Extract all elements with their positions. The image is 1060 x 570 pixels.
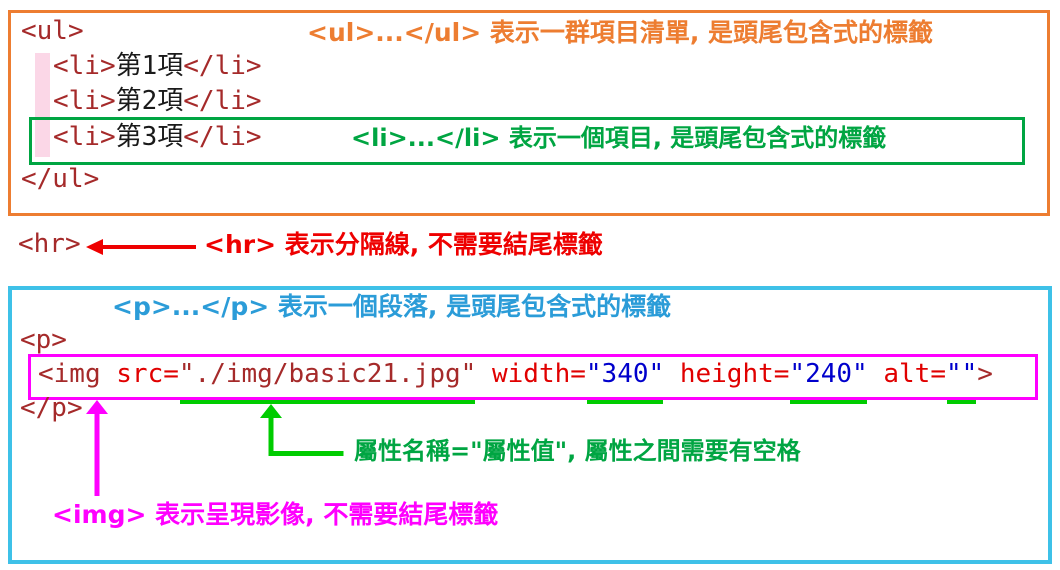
token-ul-close: </ul> (21, 164, 100, 194)
ul-annotation-tag: <ul>...</ul> (307, 18, 482, 47)
li-annotation: <li>...</li> 表示一個項目, 是頭尾包含式的標籤 (351, 123, 886, 153)
p-annotation-text: 表示一個段落, 是頭尾包含式的標籤 (269, 292, 672, 321)
code-line-ul-close: </ul> (21, 163, 99, 195)
indent-highlight (35, 53, 50, 157)
li-annotation-text: 表示一個項目, 是頭尾包含式的標籤 (500, 124, 887, 152)
token-src-name: src= (116, 359, 179, 389)
attribute-annotation: 屬性名稱="屬性值", 屬性之間需要有空格 (354, 437, 801, 465)
token-li3-text: 第3項 (115, 122, 184, 152)
ul-section-box: <ul> <ul>...</ul> 表示一群項目清單, 是頭尾包含式的標籤 <l… (8, 10, 1050, 216)
img-annotation-tag: <img> (52, 500, 147, 529)
code-line-li-1: <li>第1項</li> (53, 50, 262, 82)
token-src-value: "./img/basic21.jpg" (178, 359, 477, 404)
img-annotation-text: 表示呈現影像, 不需要結尾標籤 (146, 500, 499, 529)
li-highlight-frame (29, 117, 1025, 165)
token-li3-open: <li> (53, 122, 116, 152)
token-li2-text: 第2項 (115, 86, 184, 116)
token-width-name: width= (476, 359, 586, 389)
hr-annotation-text: 表示分隔線, 不需要結尾標籤 (276, 230, 603, 259)
hr-annotation-tag: <hr> (204, 230, 277, 259)
li-annotation-tag: <li>...</li> (351, 124, 501, 152)
p-annotation: <p>...</p> 表示一個段落, 是頭尾包含式的標籤 (112, 292, 671, 322)
code-line-li-2: <li>第2項</li> (53, 85, 262, 117)
token-height-name: height= (664, 359, 790, 389)
token-li1-close: </li> (183, 51, 262, 81)
token-height-value: "240" (789, 359, 868, 404)
img-annotation: <img> 表示呈現影像, 不需要結尾標籤 (52, 500, 498, 530)
code-line-img: <img src="./img/basic21.jpg" width="340"… (38, 358, 993, 404)
code-line-hr: <hr> (18, 228, 81, 260)
p-section-box: <p>...</p> 表示一個段落, 是頭尾包含式的標籤 <p> <img sr… (8, 286, 1052, 564)
img-highlight-frame (28, 354, 1038, 400)
token-img-end: > (977, 359, 993, 389)
token-p-close: </p> (20, 393, 83, 423)
hr-annotation: <hr> 表示分隔線, 不需要結尾標籤 (204, 230, 603, 260)
token-ul-open: <ul> (21, 16, 84, 46)
token-width-value: "340" (585, 359, 665, 404)
magenta-up-arrow (86, 400, 108, 496)
green-up-arrow (260, 404, 344, 456)
red-left-arrow (86, 239, 196, 255)
token-li1-text: 第1項 (115, 51, 184, 81)
ul-annotation-text: 表示一群項目清單, 是頭尾包含式的標籤 (481, 18, 934, 47)
token-hr: <hr> (18, 229, 81, 259)
code-line-ul-open: <ul> (21, 15, 84, 47)
token-li2-open: <li> (53, 86, 116, 116)
token-li3-close: </li> (183, 122, 262, 152)
code-line-p-open: <p> (20, 324, 67, 356)
token-alt-value: "" (945, 359, 978, 404)
ul-annotation: <ul>...</ul> 表示一群項目清單, 是頭尾包含式的標籤 (307, 18, 933, 48)
code-line-p-close: </p> (20, 392, 83, 424)
token-p-open: <p> (20, 325, 67, 355)
p-annotation-tag: <p>...</p> (112, 292, 270, 321)
token-alt-name: alt= (867, 359, 946, 389)
token-img-open: <img (38, 359, 117, 389)
code-line-li-3: <li>第3項</li> (53, 121, 262, 153)
token-li1-open: <li> (53, 51, 116, 81)
token-li2-close: </li> (183, 86, 262, 116)
